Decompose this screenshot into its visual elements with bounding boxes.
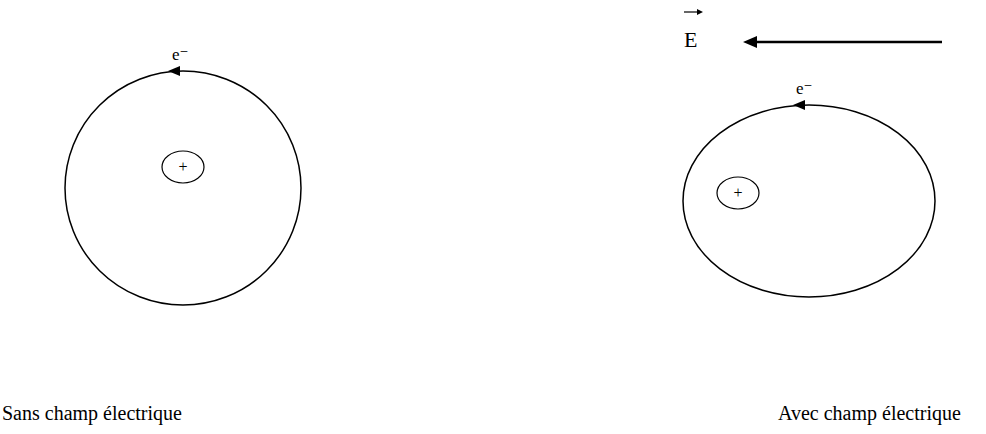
caption-text: Avec champ électrique xyxy=(778,402,961,424)
electron-label: e⁻ xyxy=(796,80,813,99)
orbit-arrowhead xyxy=(168,66,180,76)
electron-orbit xyxy=(683,105,935,297)
charge-sign: + xyxy=(178,159,187,175)
caption-text: Sans champ électrique xyxy=(2,402,182,424)
electron-label: e⁻ xyxy=(172,46,189,65)
orbit-arrowhead xyxy=(793,100,805,110)
field-arrow-head xyxy=(743,36,757,48)
nucleus: + xyxy=(716,176,760,210)
vector-arrow-head xyxy=(697,9,703,15)
field-symbol: E xyxy=(684,28,697,52)
nucleus: + xyxy=(161,150,205,184)
field-arrow xyxy=(752,41,942,44)
electron-orbit xyxy=(65,71,301,305)
charge-sign: + xyxy=(733,185,742,201)
